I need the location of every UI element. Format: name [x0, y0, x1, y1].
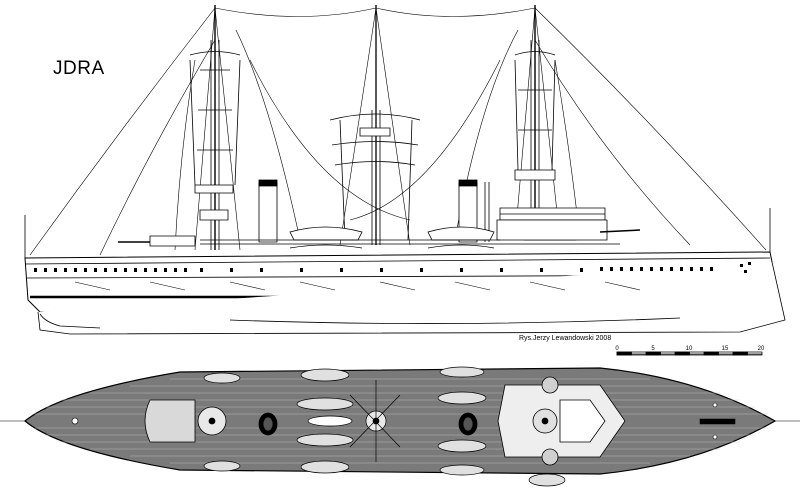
mainmast: [330, 5, 420, 245]
deck-outline: [25, 368, 775, 474]
mainmast-plan: [350, 380, 400, 462]
funnels-plan: [259, 413, 477, 435]
scale-label-5: 5: [651, 346, 655, 352]
scale-label-0: 0: [615, 346, 619, 352]
aft-superstructure: [498, 377, 625, 465]
stern-fittings: [72, 403, 735, 439]
hull: [25, 208, 785, 334]
side-elevation: [25, 5, 785, 334]
superstructure: [118, 208, 640, 246]
ship-name-title: JDRA: [53, 58, 105, 79]
lower-scuttles: [75, 282, 640, 290]
drawing-credit: Rys.Jerzy Lewandowski 2008: [519, 335, 612, 342]
plan-view: [0, 367, 800, 486]
scale-bar: [617, 352, 762, 355]
funnels: [259, 180, 489, 242]
mizzenmast: [515, 5, 555, 240]
fore-turret: [145, 400, 226, 442]
scale-label-20: 20: [757, 346, 765, 352]
scale-label-15: 15: [721, 346, 729, 352]
foremast: [190, 5, 240, 250]
portholes: [34, 262, 751, 273]
boats-plan: [204, 367, 565, 486]
rigging: [30, 8, 766, 255]
scale-label-10: 10: [685, 346, 693, 352]
